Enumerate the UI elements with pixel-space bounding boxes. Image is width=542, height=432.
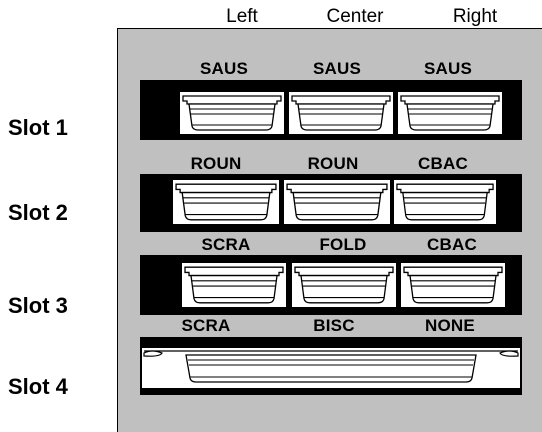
slot-4-left-pan-label[interactable]: SCRA (181, 316, 231, 335)
slot-2-left-pan-label[interactable]: ROUN (190, 154, 242, 173)
slot-1-left-pan-label[interactable]: SAUS (199, 59, 249, 78)
slot-3-left-pan[interactable] (182, 263, 286, 307)
slot-3-right-pan-label[interactable]: CBAC (427, 235, 477, 254)
slot-2-center-pan[interactable] (284, 180, 390, 224)
slot-2-right-pan-label[interactable]: CBAC (418, 154, 468, 173)
slot-label-4: Slot 4 (8, 374, 68, 399)
slot-label-2: Slot 2 (8, 200, 68, 225)
slot-3-left-pan-label[interactable]: SCRA (201, 235, 251, 254)
slot-4-center-pan-label[interactable]: BISC (313, 316, 355, 335)
slot-3-center-pan[interactable] (292, 263, 396, 307)
slot-4-right-pan-label[interactable]: NONE (425, 316, 475, 335)
slot-3-right-pan[interactable] (401, 263, 505, 307)
slot-1-left-pan[interactable] (180, 92, 284, 134)
column-label-right: Right (452, 6, 498, 27)
column-label-left: Left (226, 6, 258, 27)
slot-2-left-pan[interactable] (173, 180, 279, 224)
slot-2-right-pan[interactable] (394, 180, 496, 224)
slot-4-full-pan[interactable] (142, 348, 520, 388)
slot-2-center-pan-label[interactable]: ROUN (307, 154, 359, 173)
column-label-center: Center (326, 6, 384, 27)
slot-1-right-pan-label[interactable]: SAUS (423, 59, 473, 78)
slot-3-center-pan-label[interactable]: FOLD (319, 235, 367, 254)
slot-1-center-pan[interactable] (289, 92, 393, 134)
slot-label-1: Slot 1 (8, 115, 68, 140)
slot-1-center-pan-label[interactable]: SAUS (312, 59, 362, 78)
slot-label-3: Slot 3 (8, 293, 68, 318)
slot-1-right-pan[interactable] (398, 92, 502, 134)
